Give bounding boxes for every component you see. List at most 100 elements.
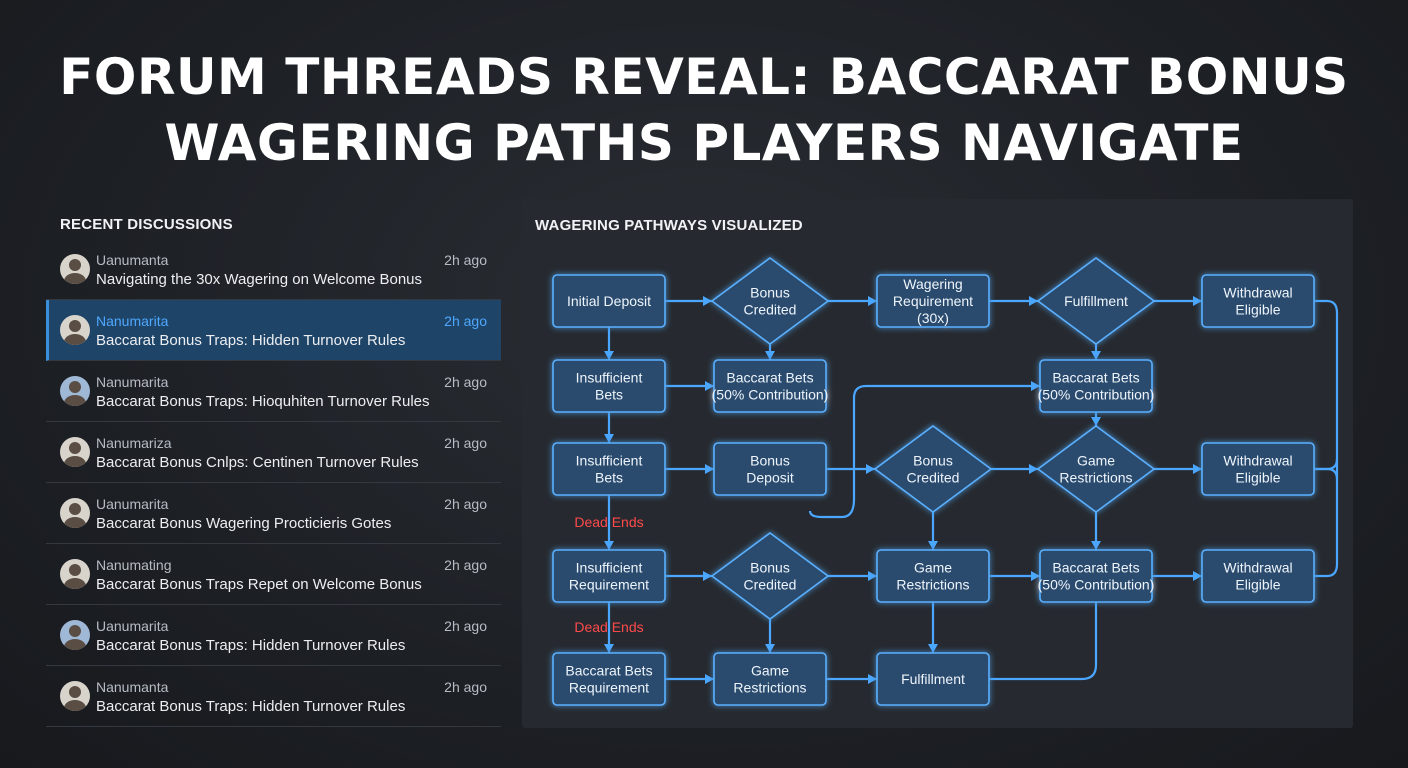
flow-edge <box>989 602 1098 681</box>
flow-node-label: Eligible <box>1235 470 1280 486</box>
process-box <box>1201 274 1315 328</box>
process-box <box>552 274 666 328</box>
flow-node-n14: Fulfillment <box>1036 257 1156 345</box>
edge-arrowhead <box>1193 296 1202 306</box>
wagering-pathways-panel: WAGERING PATHWAYS VISUALIZED Initial Dep… <box>522 199 1353 728</box>
flow-node-label: Credited <box>744 302 797 318</box>
flow-node-label: Withdrawal <box>1223 285 1292 301</box>
flow-node-label: Bets <box>595 387 623 403</box>
flow-edge <box>1314 467 1339 480</box>
process-box <box>876 274 990 328</box>
decision-diamond <box>710 532 830 620</box>
process-box <box>1201 442 1315 496</box>
process-box <box>552 652 666 706</box>
decision-diamond <box>710 257 830 345</box>
dead-end-label: Dead Ends <box>574 514 643 530</box>
flow-edge <box>1314 299 1339 578</box>
flow-node-label: Requirement <box>893 293 973 309</box>
thread-author: Uanumarita <box>96 618 169 634</box>
user-avatar-icon <box>60 498 90 528</box>
flow-node-label: Insufficient <box>576 560 643 576</box>
flow-node-label: Requirement <box>569 577 649 593</box>
thread-title[interactable]: Baccarat Bonus Traps Repet on Welcome Bo… <box>96 576 422 593</box>
headline-line-2: WAGERING PATHS PLAYERS NAVIGATE <box>164 114 1244 172</box>
flow-node-label: Insufficient <box>576 370 643 386</box>
edge-arrowhead <box>1091 417 1101 426</box>
flow-node-label: Restrictions <box>896 577 969 593</box>
flow-node-label: Restrictions <box>1059 470 1132 486</box>
flow-node-label: Requirement <box>569 680 649 696</box>
user-avatar-icon <box>60 254 90 284</box>
flow-node-label: Initial Deposit <box>567 293 651 309</box>
edge-arrowhead <box>1031 381 1040 391</box>
thread-title[interactable]: Navigating the 30x Wagering on Welcome B… <box>96 271 423 288</box>
flow-node-n24: Baccarat Bets(50% Contribution) <box>1038 359 1155 413</box>
edge-arrowhead <box>604 351 614 360</box>
flow-node-label: Bonus <box>750 560 790 576</box>
thread-title[interactable]: Baccarat Bonus Traps: Hidden Turnover Ru… <box>96 698 406 715</box>
thread-timestamp: 2h ago <box>444 435 487 451</box>
user-avatar-icon <box>60 437 90 467</box>
flow-node-label: Eligible <box>1235 302 1280 318</box>
flow-node-n53: Fulfillment <box>876 652 990 706</box>
flow-node-n44: Baccarat Bets(50% Contribution) <box>1038 549 1154 603</box>
flow-node-label: Baccarat Bets <box>1052 370 1139 386</box>
thread-timestamp: 2h ago <box>444 313 487 329</box>
edge-arrowhead <box>868 674 877 684</box>
dead-end-label: Dead Ends <box>574 619 643 635</box>
flow-node-label: Baccarat Bets <box>726 370 813 386</box>
edge-arrowhead <box>703 296 712 306</box>
thread-title[interactable]: Baccarat Bonus Wagering Procticieris Got… <box>96 515 392 532</box>
flow-edge <box>808 384 1040 519</box>
process-box <box>713 652 827 706</box>
recent-discussions-heading: RECENT DISCUSSIONS <box>60 216 233 233</box>
edge-arrowhead <box>1029 296 1038 306</box>
edge-arrowhead <box>928 541 938 550</box>
edge-arrowhead <box>604 644 614 653</box>
thread-title[interactable]: Baccarat Bonus Traps: Hidden Turnover Ru… <box>96 637 406 654</box>
edge-arrowhead <box>928 644 938 653</box>
flow-edge <box>1314 458 1339 471</box>
wagering-pathways-heading: WAGERING PATHWAYS VISUALIZED <box>535 217 803 234</box>
thread-timestamp: 2h ago <box>444 252 487 268</box>
flow-node-label: Credited <box>744 577 797 593</box>
flow-node-label: Credited <box>907 470 960 486</box>
thread-title[interactable]: Baccarat Bonus Cnlps: Centinen Turnover … <box>96 454 419 471</box>
process-box <box>713 359 827 413</box>
thread-title[interactable]: Baccarat Bonus Traps: Hidden Turnover Ru… <box>96 332 406 349</box>
flow-node-n22: Baccarat Bets(50% Contribution) <box>712 359 829 413</box>
flow-node-label: Eligible <box>1235 577 1280 593</box>
edge-arrowhead <box>868 296 877 306</box>
flow-node-label: Bets <box>595 470 623 486</box>
flow-node-label: (50% Contribution) <box>1038 387 1155 403</box>
edge-arrowhead <box>705 381 714 391</box>
flow-node-label: Fulfillment <box>901 671 965 687</box>
user-avatar-icon <box>60 559 90 589</box>
flow-node-label: (50% Contribution) <box>712 387 829 403</box>
edge-arrowhead <box>1091 541 1101 550</box>
user-avatar-icon <box>60 376 90 406</box>
edge-arrowhead <box>868 571 877 581</box>
decision-diamond <box>1036 425 1156 513</box>
flow-node-label: (30x) <box>917 310 949 326</box>
thread-title[interactable]: Baccarat Bonus Traps: Hioquhiten Turnove… <box>96 393 430 410</box>
edge-arrowhead <box>1091 351 1101 360</box>
thread-timestamp: 2h ago <box>444 618 487 634</box>
